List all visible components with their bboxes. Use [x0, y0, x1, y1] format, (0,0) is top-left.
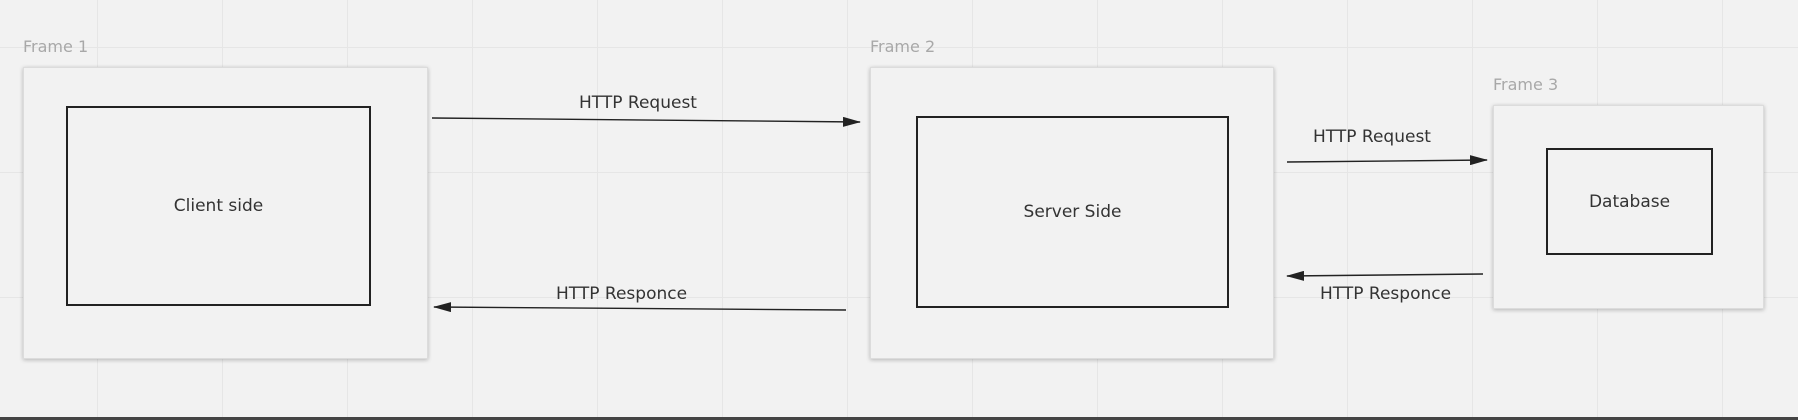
server-side-box[interactable]: Server Side [916, 116, 1229, 308]
edge-client-to-server[interactable] [431, 116, 861, 127]
frame-2-label[interactable]: Frame 2 [870, 37, 936, 56]
frame-2[interactable]: Server Side [870, 67, 1274, 359]
frame-1-label[interactable]: Frame 1 [23, 37, 89, 56]
bottom-edge [0, 417, 1798, 420]
client-side-box[interactable]: Client side [66, 106, 371, 306]
server-side-label: Server Side [1023, 202, 1122, 222]
edge-client-to-server-label[interactable]: HTTP Request [579, 93, 697, 113]
edge-database-to-server[interactable] [1286, 270, 1484, 281]
frame-3[interactable]: Database [1493, 105, 1764, 309]
edge-database-to-server-label[interactable]: HTTP Responce [1320, 284, 1452, 304]
edge-server-to-client-label[interactable]: HTTP Responce [556, 284, 688, 304]
edge-server-to-database-label[interactable]: HTTP Request [1313, 127, 1431, 147]
database-label: Database [1588, 191, 1671, 212]
edge-server-to-client[interactable] [433, 302, 847, 313]
client-side-label: Client side [173, 196, 264, 216]
edge-server-to-database[interactable] [1286, 155, 1488, 166]
frame-3-label[interactable]: Frame 3 [1493, 75, 1559, 94]
frame-1[interactable]: Client side [23, 67, 428, 359]
database-box[interactable]: Database [1546, 148, 1713, 255]
